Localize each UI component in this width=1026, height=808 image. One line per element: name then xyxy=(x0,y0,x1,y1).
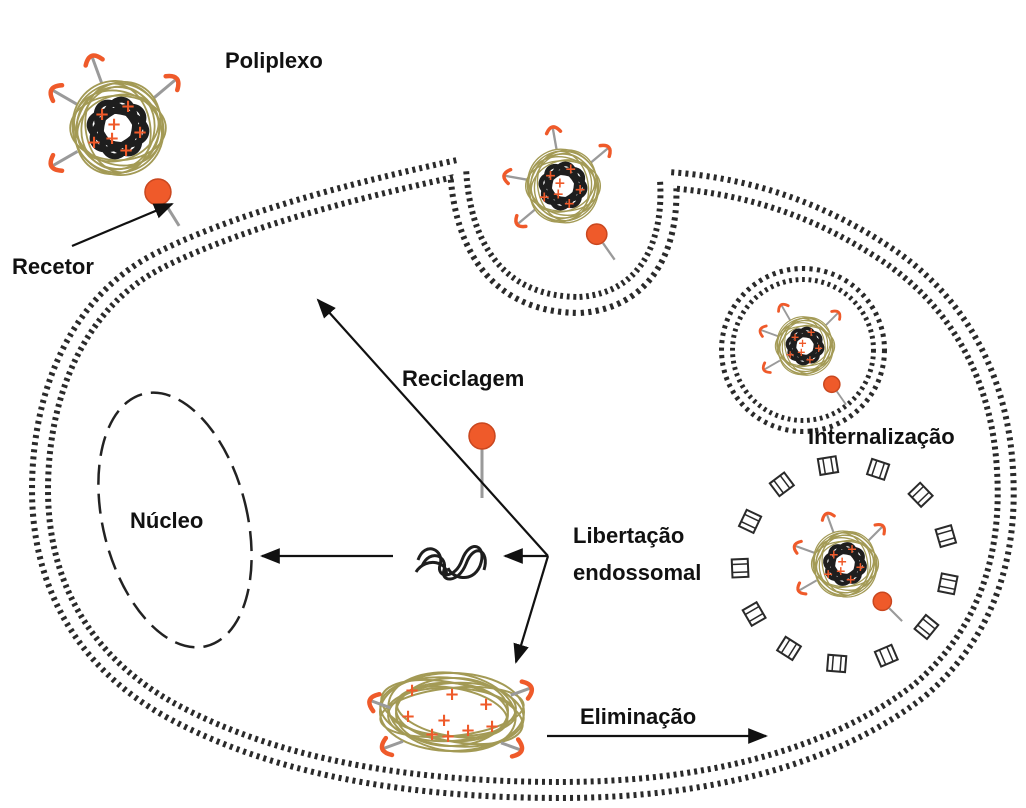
label-internalization: Internalização xyxy=(808,424,955,449)
charge-plus-icon: + xyxy=(460,720,475,741)
arrows xyxy=(72,204,766,736)
label-endosomal-release-2: endossomal xyxy=(573,560,701,585)
charge-plus-icon: + xyxy=(855,559,866,574)
polyplex-icon: +++++++ xyxy=(47,53,183,226)
charge-plus-icon: + xyxy=(785,348,794,361)
charge-plus-icon: + xyxy=(120,96,135,117)
polyplex-icon: +++++++ xyxy=(503,126,615,260)
charge-plus-icon: + xyxy=(837,553,848,568)
arrow-degradation xyxy=(516,556,548,662)
charge-plus-icon: + xyxy=(132,122,147,143)
charge-plus-icon: + xyxy=(565,162,577,178)
arrow-recycling xyxy=(318,300,548,556)
label-elimination: Eliminação xyxy=(580,704,696,729)
charge-plus-icon: + xyxy=(86,132,101,153)
charge-plus-icon: + xyxy=(847,541,858,556)
charge-plus-icon: + xyxy=(538,190,550,206)
cell-membrane xyxy=(40,168,1006,790)
label-recycling: Reciclagem xyxy=(402,366,524,391)
charge-plus-icon: + xyxy=(400,706,415,727)
free-receptor xyxy=(469,423,495,498)
receptor-icon xyxy=(145,179,171,205)
charge-plus-icon: + xyxy=(807,326,816,339)
charge-plus-icon: + xyxy=(484,716,499,737)
charge-plus-icon: + xyxy=(805,353,814,366)
label-receptor: Recetor xyxy=(12,254,94,279)
charge-plus-icon: + xyxy=(440,726,455,747)
charge-plus-icon: + xyxy=(106,114,121,135)
charge-plus-icon: + xyxy=(554,176,566,192)
charge-plus-icon: + xyxy=(823,566,834,581)
charge-plus-icon: + xyxy=(845,572,856,587)
polyplex-icon: +++++++ xyxy=(758,302,846,405)
label-endosomal-release-1: Libertação xyxy=(573,523,684,548)
charge-plus-icon: + xyxy=(424,724,439,745)
dna-strand-icon xyxy=(416,547,485,580)
charge-plus-icon: + xyxy=(563,196,575,212)
charge-plus-icon: + xyxy=(118,140,133,161)
receptor-icon xyxy=(469,423,495,449)
degrading-polyplex: +++++++++ xyxy=(367,664,535,759)
charge-plus-icon: + xyxy=(574,182,586,198)
receptor-icon xyxy=(824,376,840,392)
charge-plus-icon: + xyxy=(798,337,807,350)
charge-plus-icon: + xyxy=(404,680,419,701)
charge-plus-icon: + xyxy=(478,694,493,715)
charge-plus-icon: + xyxy=(444,684,459,705)
receptor-icon xyxy=(587,224,607,244)
label-nucleus: Núcleo xyxy=(130,508,203,533)
polyplexes: ++++++++++++++++++++++++++++ xyxy=(47,53,902,621)
polyplex-icon: +++++++ xyxy=(792,511,902,621)
receptor-icon xyxy=(873,592,891,610)
arrow-receptor xyxy=(72,204,172,246)
label-polyplex: Poliplexo xyxy=(225,48,323,73)
charge-plus-icon: + xyxy=(814,342,823,355)
